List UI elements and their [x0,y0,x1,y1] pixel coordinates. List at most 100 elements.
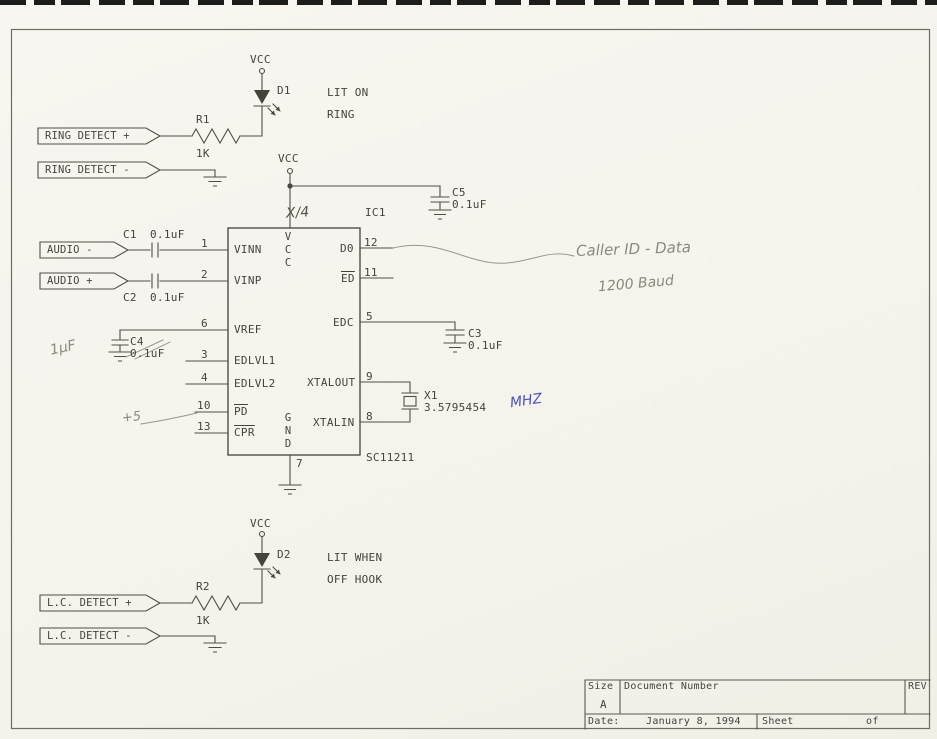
pin-num-d0: 12 [364,236,378,249]
pin-num-edc: 5 [366,310,373,323]
c1-value: 0.1uF [150,228,185,241]
ground-symbol-lc-n [203,642,227,653]
x1-value: 3.5795454 [424,401,487,414]
c3-ref: C3 [468,327,482,340]
pin-num-pd: 10 [197,399,211,412]
title-block-doc-label: Document Number [624,681,719,692]
net-audio-p [39,272,229,290]
pin-name-d0: D0 [340,242,354,255]
connector-audio-n-label: AUDIO - [47,244,93,256]
capacitor-c5-symbol [430,185,450,211]
d2-ref: D2 [277,548,291,561]
pin-name-vinn: VINN [234,243,262,256]
vcc-label-d2: VCC [250,517,271,530]
r1-ref: R1 [196,113,210,126]
ic-left-pin-stubs [185,360,229,434]
pencil-strike-c4 [125,339,171,360]
connector-ring-detect-n-label: RING DETECT - [45,164,130,176]
net-ring-detect-p [37,67,281,145]
c2-ref: C2 [123,291,137,304]
vcc-label-d1: VCC [250,53,271,66]
ground-symbol-c4 [108,351,132,362]
pin-name-xtalin: XTALIN [313,416,355,429]
connector-lc-detect-p-label: L.C. DETECT + [47,597,132,609]
title-block-size-value: A [600,698,607,711]
ground-symbol-c5 [428,209,452,220]
capacitor-c2-symbol [151,273,159,289]
pin-num-xtalin: 8 [366,410,373,423]
net-ic-gnd [278,454,302,495]
d2-note-line1: LIT WHEN [327,551,383,564]
r2-ref: R2 [196,580,210,593]
title-block-date-value: January 8, 1994 [646,716,741,727]
page-border [10,28,931,730]
c5-value: 0.1uF [452,198,487,211]
pencil-curve-callerid [392,244,575,264]
connector-audio-p-label: AUDIO + [47,275,93,287]
title-block-date-label: Date: [588,716,620,727]
net-edc [359,321,467,353]
pin-name-xtalout: XTALOUT [307,376,356,389]
connector-lc-detect-p-shape [39,594,162,612]
net-vref [108,329,229,362]
d1-ref: D1 [277,84,291,97]
vcc-symbol-d1 [258,67,266,91]
c3-value: 0.1uF [468,339,503,352]
net-lc-detect-p [39,530,281,612]
crystal-x1-symbol [401,392,419,410]
led-d2-symbol [253,553,281,579]
d2-note-line2: OFF HOOK [327,573,383,586]
handwritten-pin14: X/4 [285,204,310,222]
pin-num-edlvl2: 4 [201,371,208,384]
ic-part-number: SC11211 [366,451,415,464]
pin-name-vinp: VINP [234,274,262,287]
c5-ref: C5 [452,186,466,199]
pin-name-vref: VREF [234,323,262,336]
ground-symbol-c3 [443,342,467,353]
led-d1-symbol [253,90,281,116]
vcc-symbol-ic [286,167,294,187]
pin-num-cpr: 13 [197,420,211,433]
handwritten-plus5: +5 [121,409,142,426]
pin-name-edc: EDC [333,316,354,329]
ground-symbol-ring-n [203,176,227,187]
pin-name-cpr: CPR [234,426,255,439]
connector-ring-detect-p-shape [37,127,162,145]
title-block-size-label: Size [588,681,614,692]
connector-audio-p-shape [39,272,130,290]
title-block-rev-label: REV [908,681,927,692]
net-lc-detect-n [39,627,227,653]
connector-ring-detect-p-label: RING DETECT + [45,130,130,142]
c1-ref: C1 [123,228,137,241]
r2-value: 1K [196,614,210,627]
x1-ref: X1 [424,389,438,402]
c2-value: 0.1uF [150,291,185,304]
pin-num-vref: 6 [201,317,208,330]
d1-note-line2: RING [327,108,355,121]
pin-num-vinp: 2 [201,268,208,281]
pencil-marks [125,244,575,425]
ic-gnd-label: GND [282,412,294,451]
vcc-label-ic: VCC [278,152,299,165]
net-audio-n [39,241,229,259]
connector-ring-detect-n-shape [37,161,162,179]
ic-gnd-pin-num: 7 [296,457,303,470]
scan-artifact-strip [0,0,937,5]
pin-name-ed: ED [341,272,355,285]
ic-right-pin-stubs [359,247,394,279]
resistor-r1-symbol [191,127,241,145]
pin-num-edlvl1: 3 [201,348,208,361]
pin-name-pd: PD [234,405,248,418]
pin-name-edlvl1: EDLVL1 [234,354,276,367]
title-block-grid [584,679,931,730]
pencil-line-plus5 [140,412,198,425]
net-ring-detect-n [37,161,227,187]
d1-note-line1: LIT ON [327,86,369,99]
pin-num-vinn: 1 [201,237,208,250]
ground-symbol-ic [278,484,302,495]
title-block-of-label: of [866,716,879,727]
c4-value: 0.1uF [130,347,165,360]
resistor-r2-symbol [191,594,241,612]
ic1-ref: IC1 [365,206,386,219]
